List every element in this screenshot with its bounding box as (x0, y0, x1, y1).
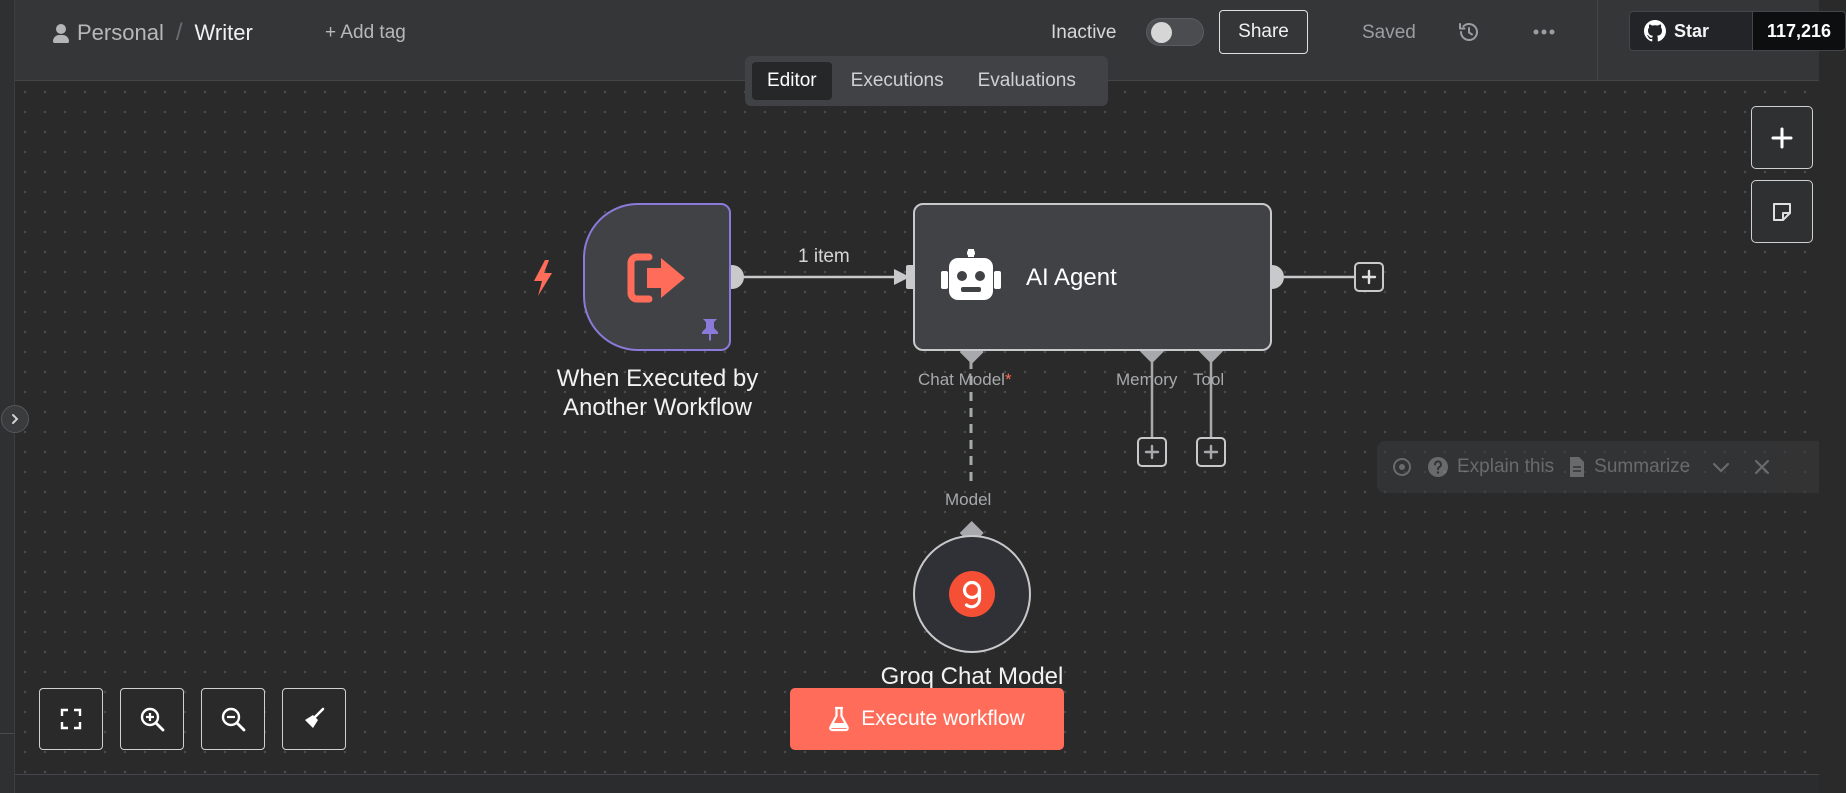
github-star-widget: Star 117,216 (1597, 0, 1846, 81)
trigger-node-label: When Executed by Another Workflow (520, 364, 795, 422)
workflow-name[interactable]: Writer (194, 20, 253, 45)
zoom-in-icon (140, 707, 165, 732)
chevron-right-icon (12, 414, 19, 424)
explain-this-label: Explain this (1457, 456, 1555, 477)
flask-icon (829, 706, 850, 732)
breadcrumb-project[interactable]: Personal (77, 20, 164, 45)
model-port-label: Model (945, 490, 992, 509)
add-tool-button[interactable] (1196, 437, 1226, 467)
trigger-node[interactable] (583, 203, 731, 351)
sign-out-arrow-icon (627, 253, 685, 303)
execute-workflow-label: Execute workflow (861, 707, 1025, 730)
tidy-up-button[interactable] (282, 688, 346, 750)
left-sidebar-rail (0, 0, 15, 793)
plus-icon (1771, 127, 1793, 148)
workflow-canvas[interactable] (15, 82, 1819, 774)
groq-logo-icon (949, 571, 995, 617)
ai-assistant-bar: Explain this Summarize (1377, 441, 1819, 493)
breadcrumb: Personal / Writer (53, 19, 253, 46)
add-memory-button[interactable] (1137, 437, 1167, 467)
pin-icon (702, 319, 718, 341)
chevron-down-icon[interactable] (1710, 456, 1732, 478)
expand-sidebar-button[interactable] (1, 405, 29, 433)
plus-icon (1203, 444, 1219, 460)
robot-icon (941, 249, 1001, 300)
assistant-sparkle-icon[interactable] (1391, 456, 1413, 478)
tab-executions[interactable]: Executions (850, 70, 944, 91)
tab-editor[interactable]: Editor (752, 62, 832, 100)
trigger-label-line2: Another Workflow (563, 394, 752, 421)
github-star-button[interactable]: Star (1629, 11, 1753, 51)
person-icon (53, 24, 69, 43)
document-icon (1570, 457, 1585, 477)
ai-agent-node[interactable] (913, 203, 1272, 351)
required-marker: * (1004, 370, 1012, 389)
broom-icon (305, 707, 325, 729)
summarize-label: Summarize (1594, 456, 1691, 477)
zoom-out-button[interactable] (201, 688, 265, 750)
ai-agent-title: AI Agent (1026, 264, 1117, 291)
add-node-button[interactable] (1751, 106, 1813, 169)
fit-view-icon (60, 708, 82, 730)
active-status-label: Inactive (1051, 22, 1117, 43)
saved-status: Saved (1362, 22, 1416, 43)
active-toggle[interactable] (1146, 18, 1204, 46)
tool-port-label: Tool (1193, 370, 1225, 389)
execute-workflow-button[interactable]: Execute workflow (790, 688, 1064, 750)
trigger-bolt-icon (534, 260, 552, 296)
rail-divider (0, 733, 15, 734)
add-sticky-note-button[interactable] (1751, 180, 1813, 243)
chat-model-port-label: Chat Model* (918, 370, 1012, 390)
share-button[interactable]: Share (1219, 10, 1308, 54)
connection-item-count: 1 item (798, 246, 850, 267)
plus-icon (1144, 444, 1160, 460)
github-icon (1644, 20, 1666, 42)
memory-port-label: Memory (1116, 370, 1178, 389)
groq-node-label: Groq Chat Model (880, 663, 1064, 690)
sticky-note-icon (1773, 202, 1791, 221)
add-tag-button[interactable]: + Add tag (325, 22, 406, 43)
zoom-to-fit-button[interactable] (39, 688, 103, 750)
more-options-icon[interactable] (1530, 20, 1558, 44)
github-star-label: Star (1674, 20, 1710, 41)
summarize-button[interactable]: Summarize (1568, 456, 1690, 478)
connection-arrowhead (894, 269, 910, 285)
groq-chat-model-node[interactable] (913, 535, 1031, 653)
logs-panel-bar[interactable] (15, 774, 1819, 793)
add-node-after-agent-button[interactable] (1354, 262, 1384, 292)
toggle-knob (1151, 22, 1172, 43)
trigger-label-line1: When Executed by (556, 365, 759, 392)
chat-model-label-text: Chat Model (918, 370, 1005, 389)
close-icon[interactable] (1752, 457, 1772, 477)
breadcrumb-separator: / (175, 19, 183, 46)
view-tabs: Editor Executions Evaluations (745, 56, 1108, 106)
tab-evaluations[interactable]: Evaluations (977, 70, 1076, 91)
question-icon (1428, 457, 1448, 477)
explain-this-button[interactable]: Explain this (1427, 456, 1554, 478)
history-icon[interactable] (1457, 20, 1481, 44)
plus-icon (1361, 269, 1377, 285)
github-star-count[interactable]: 117,216 (1753, 11, 1846, 51)
zoom-out-icon (221, 707, 246, 732)
zoom-in-button[interactable] (120, 688, 184, 750)
